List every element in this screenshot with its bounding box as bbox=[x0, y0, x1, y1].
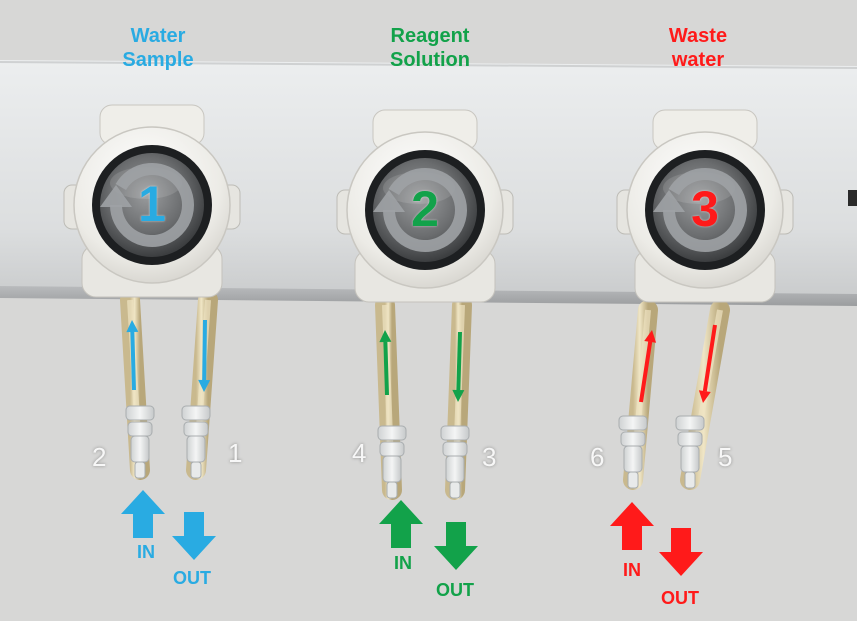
pump-3-number: 3 bbox=[691, 181, 719, 237]
pump-3-out-arrow-icon bbox=[659, 528, 703, 576]
pump-1-out-port-number: 1 bbox=[228, 438, 243, 468]
pump-2-in-label: IN bbox=[394, 553, 412, 573]
pump-1-in-label: IN bbox=[137, 542, 155, 562]
pump-1-title-line2: Sample bbox=[122, 49, 194, 71]
rotation-arrow-icon bbox=[653, 168, 747, 252]
pump-1-inlet-flow-arrow bbox=[126, 320, 139, 391]
pump-3-out-label: OUT bbox=[661, 588, 699, 608]
pump-2-title-line1: Reagent bbox=[390, 25, 470, 47]
pump-2-out-label: OUT bbox=[436, 580, 474, 600]
pump-1-title-line1: Water bbox=[130, 25, 186, 47]
pump-3-in-arrow-icon bbox=[610, 502, 654, 550]
pump-2-out-port-number: 3 bbox=[482, 442, 497, 472]
pump-1-in-port-number: 2 bbox=[92, 442, 107, 472]
pump-1-number: 1 bbox=[138, 176, 166, 232]
pump-3-out-port-number: 5 bbox=[718, 442, 733, 472]
pump-2-in-port-number: 4 bbox=[352, 438, 367, 468]
pump-3-inlet-flow-arrow bbox=[639, 330, 657, 403]
pump-3 bbox=[610, 109, 794, 576]
pump-1-outlet-flow-arrow bbox=[198, 319, 211, 392]
pump-1-out-arrow-icon bbox=[172, 512, 216, 560]
pump-3-title-line1: Waste bbox=[668, 25, 728, 47]
pump-2-title-line2: Solution bbox=[390, 49, 470, 71]
pump-2-out-arrow-icon bbox=[434, 522, 478, 570]
pump-1-in-arrow-icon bbox=[121, 490, 165, 538]
rotation-arrow-icon bbox=[373, 168, 467, 252]
pump-2 bbox=[336, 109, 514, 570]
pump-3-title-line2: water bbox=[671, 49, 725, 71]
pump-2-outlet-flow-arrow bbox=[452, 331, 465, 402]
pump-2-in-arrow-icon bbox=[379, 500, 423, 548]
pump-2-inlet-flow-arrow bbox=[379, 330, 392, 396]
pump-1 bbox=[63, 104, 241, 560]
rotation-arrow-icon bbox=[100, 163, 194, 247]
pump-1-out-label: OUT bbox=[173, 568, 211, 588]
pump-3-in-port-number: 6 bbox=[590, 442, 605, 472]
pump-3-outlet-flow-arrow bbox=[698, 324, 717, 403]
pump-2-number: 2 bbox=[411, 181, 439, 237]
pump-3-in-label: IN bbox=[623, 560, 641, 580]
